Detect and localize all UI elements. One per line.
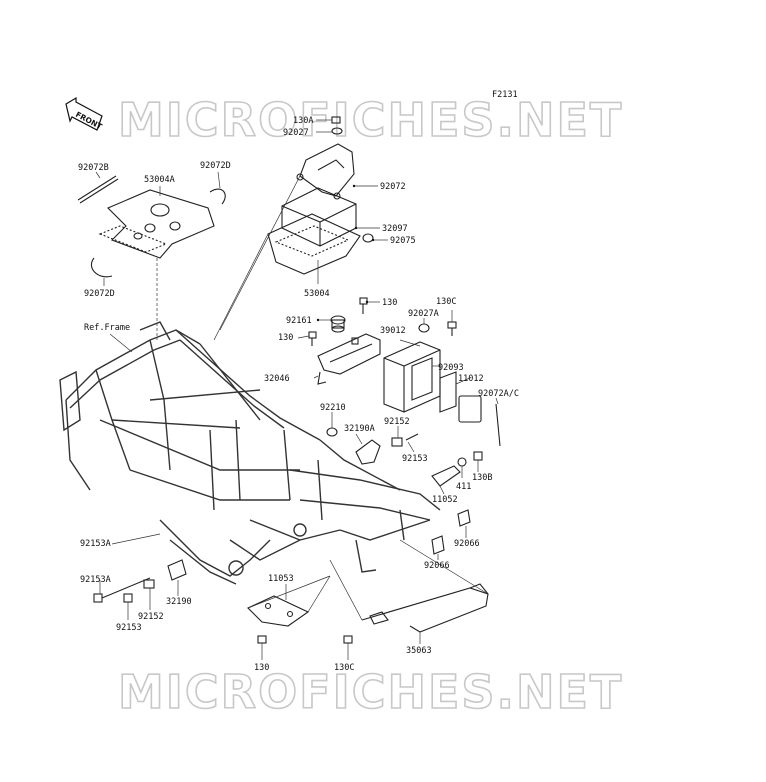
bolt-130-lower (257, 635, 267, 644)
leader-dots (316, 184, 375, 322)
callout-35063: 35063 (406, 646, 432, 656)
grommet-411 (457, 457, 467, 467)
callout-130a: 130A (293, 116, 313, 126)
callout-92066-lower: 92066 (424, 561, 450, 571)
callout-92066-upper: 92066 (454, 539, 480, 549)
callout-92072ac: 92072A/C (478, 389, 519, 399)
callout-53004a: 53004A (144, 175, 175, 185)
bolt-130b (473, 451, 483, 461)
callout-92075: 92075 (390, 236, 416, 246)
clamp-92072d-bottom (90, 257, 113, 278)
callout-130-mid: 130 (278, 333, 293, 343)
watermark-bottom: MICROFICHES.NET (118, 665, 623, 719)
callout-11053: 11053 (268, 574, 294, 584)
bolt-130c-upper (447, 321, 457, 336)
callout-92210: 92210 (320, 403, 346, 413)
callout-11012: 11012 (458, 374, 484, 384)
bolt-92153-left (123, 593, 133, 603)
bolt-92153-right (405, 433, 419, 441)
filter-11012 (439, 371, 457, 413)
bolt-130c-lower (343, 635, 353, 644)
cover-92072 (296, 143, 355, 200)
callout-92152-left: 92152 (138, 612, 164, 622)
clamp-band-92072ac (458, 395, 501, 447)
callout-92152-right: 92152 (384, 417, 410, 427)
callout-92072: 92072 (380, 182, 406, 192)
cap-92161 (330, 315, 346, 333)
collar-92152-left (143, 579, 155, 589)
callout-32046: 32046 (264, 374, 290, 384)
bracket-32190 (167, 559, 187, 581)
ref-frame-label: Ref.Frame (84, 323, 130, 333)
figure-code: F2131 (492, 90, 518, 100)
bolt-130-upper (359, 297, 368, 314)
callout-labels: 130A 92027 92072 32097 92075 53004 92072… (78, 116, 519, 673)
callout-130c-upper: 130C (436, 297, 456, 307)
cushion-92075 (362, 233, 374, 243)
callout-92072d-bottom: 92072D (84, 289, 115, 299)
bolt-92153a-left (93, 577, 151, 603)
callout-92027: 92027 (283, 128, 309, 138)
collar-92210 (326, 427, 338, 437)
callout-130-upper: 130 (382, 298, 397, 308)
callout-11052: 11052 (432, 495, 458, 505)
callout-92093: 92093 (438, 363, 464, 373)
leader-lines (95, 119, 499, 660)
callout-130-lower: 130 (254, 663, 269, 673)
bumper-92066-upper (457, 509, 471, 527)
callout-411: 411 (456, 482, 471, 492)
callout-32097: 32097 (382, 224, 408, 234)
bracket-32046 (317, 333, 381, 385)
bracket-32190a (355, 439, 381, 465)
callout-39012: 39012 (380, 326, 406, 336)
gasket-plate-53004a (98, 189, 215, 259)
callout-92161: 92161 (286, 316, 312, 326)
callout-92072d-top: 92072D (200, 161, 231, 171)
case-39012 (383, 341, 441, 413)
callout-53004: 53004 (304, 289, 330, 299)
callout-92153a-lower: 92153A (80, 575, 111, 585)
watermark-top: MICROFICHES.NET (118, 93, 623, 147)
callout-92072b: 92072B (78, 163, 109, 173)
callout-92153a-upper: 92153A (80, 539, 111, 549)
guard-11053 (247, 595, 310, 627)
callout-92153-left: 92153 (116, 623, 142, 633)
ref-frame-leader (109, 333, 133, 353)
callout-32190a: 32190A (344, 424, 375, 434)
main-frame (59, 321, 441, 585)
front-arrow-icon: FRONT (65, 96, 104, 132)
callout-130b: 130B (472, 473, 492, 483)
bumper-92066-lower (431, 535, 445, 555)
callout-32190: 32190 (166, 597, 192, 607)
callout-92153-right: 92153 (402, 454, 428, 464)
callout-130c-lower: 130C (334, 663, 354, 673)
washer-92027a (418, 323, 430, 333)
bumper-bar-35063 (361, 583, 489, 633)
bracket-11052 (431, 465, 461, 487)
callout-92027a: 92027A (408, 309, 439, 319)
plate-53004 (267, 213, 361, 275)
clamp-band-92072b (77, 175, 119, 204)
clamp-92072d-top (209, 188, 226, 205)
collar-92152-right (391, 437, 403, 447)
bolt-130-mid (308, 331, 317, 346)
